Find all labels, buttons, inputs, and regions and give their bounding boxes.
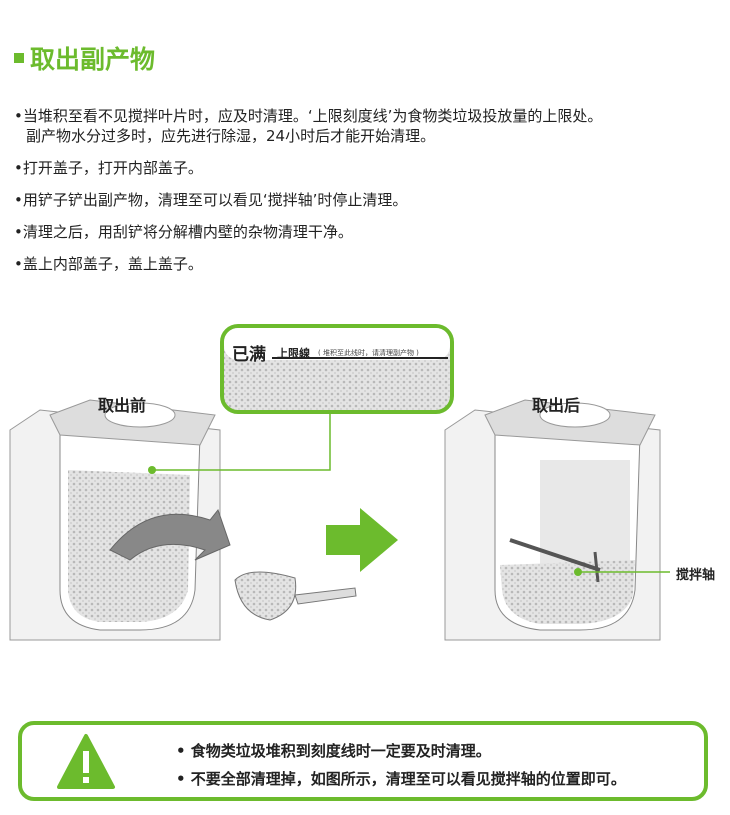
callout-line bbox=[152, 410, 331, 471]
title-text: 取出副产物 bbox=[30, 45, 156, 74]
machine-after bbox=[444, 399, 661, 641]
machine-before bbox=[9, 399, 357, 641]
callout-dot bbox=[148, 466, 156, 474]
shaft-label: 搅拌轴 bbox=[676, 568, 716, 583]
instruction-list: •当堆积至看不见搅拌叶片时，应及时清理。‘上限刻度线’为食物类垃圾投放量的上限处… bbox=[14, 106, 602, 286]
before-label: 取出前 bbox=[98, 396, 147, 415]
illustration bbox=[9, 324, 670, 641]
warning-line-1: • 食物类垃圾堆积到刻度线时一定要及时清理。 bbox=[176, 742, 491, 760]
limit-note: ( 堆积至此线时，请清理副产物 ) bbox=[318, 349, 419, 357]
after-label: 取出后 bbox=[532, 396, 581, 415]
bullet-2: •打开盖子，打开内部盖子。 bbox=[14, 159, 203, 177]
bullet-1: •当堆积至看不见搅拌叶片时，应及时清理。‘上限刻度线’为食物类垃圾投放量的上限处… bbox=[14, 107, 603, 125]
section-title: 取出副产物 bbox=[14, 40, 155, 76]
limit-label: 上限線 bbox=[277, 347, 310, 360]
warning-line-2: • 不要全部清理掉，如图所示，清理至可以看见搅拌轴的位置即可。 bbox=[176, 770, 626, 788]
bullet-1-cont: 副产物水分过多时，应先进行除湿，24小时后才能开始清理。 bbox=[26, 127, 436, 145]
bullet-4: •清理之后，用刮铲将分解槽内壁的杂物清理干净。 bbox=[14, 223, 353, 241]
warning-icon bbox=[57, 734, 115, 789]
arrow-icon bbox=[326, 508, 398, 572]
full-label: 已满 bbox=[232, 345, 266, 365]
warning-box: • 食物类垃圾堆积到刻度线时一定要及时清理。 • 不要全部清理掉，如图所示，清理至… bbox=[18, 721, 708, 801]
title-square-icon bbox=[14, 53, 24, 63]
bullet-3: •用铲子铲出副产物，清理至可以看见‘搅拌轴’时停止清理。 bbox=[14, 191, 408, 209]
bullet-5: •盖上内部盖子，盖上盖子。 bbox=[14, 255, 203, 273]
